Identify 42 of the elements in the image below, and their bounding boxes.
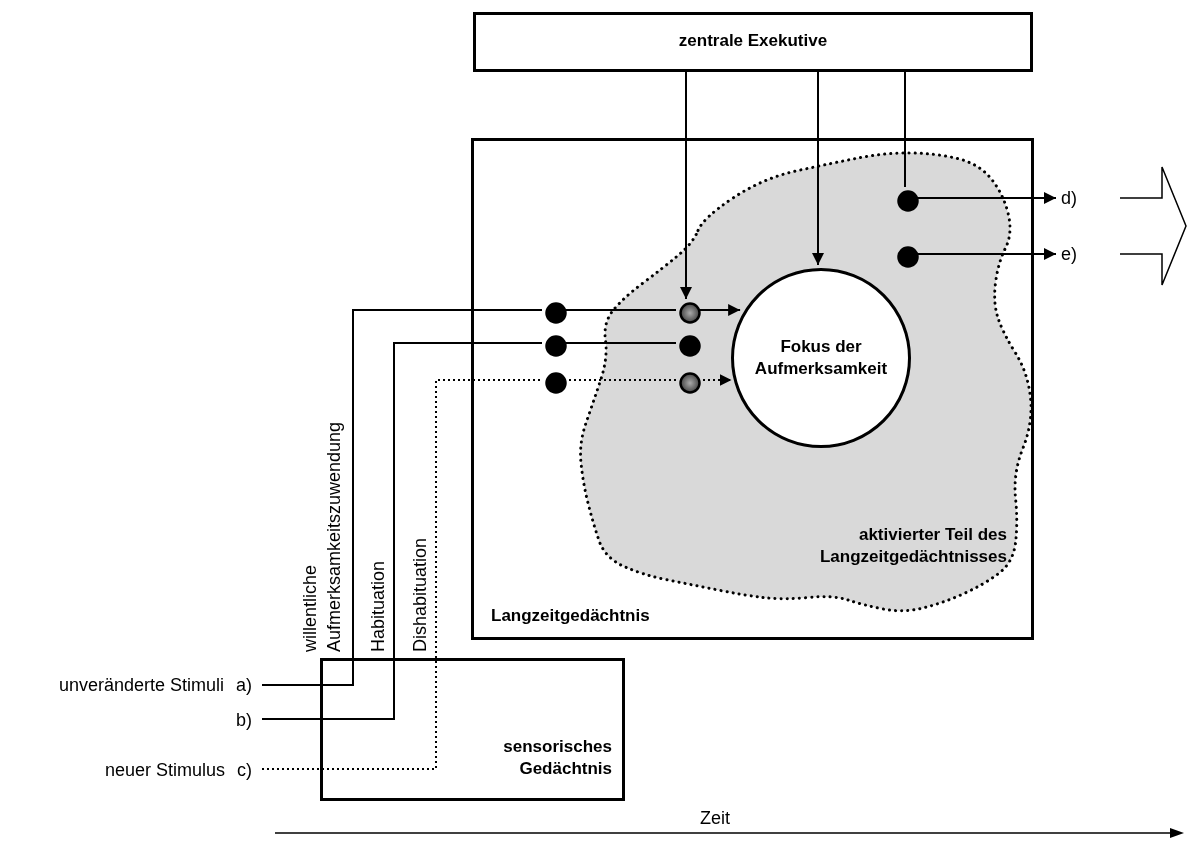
output-label: d) xyxy=(1061,187,1077,209)
process-box xyxy=(473,12,1033,72)
arrow xyxy=(680,71,692,300)
output-label: e) xyxy=(1061,243,1077,265)
box-title: Langzeitgedächtnis xyxy=(491,604,650,627)
process-label: Dishabituation xyxy=(409,536,431,652)
axis-label: Zeit xyxy=(700,808,730,829)
arrow xyxy=(697,304,742,316)
box-title: sensorisches Gedächtnis xyxy=(502,735,612,780)
dot xyxy=(679,372,701,394)
connector-line xyxy=(904,71,906,188)
stimulus-label: a) xyxy=(236,674,252,696)
dot xyxy=(897,246,919,268)
arrow xyxy=(812,71,824,266)
process-label: Habituation xyxy=(367,559,389,652)
stimulus-label: b) xyxy=(236,709,252,731)
memory-box xyxy=(471,138,1034,640)
stimulus-label: neuer Stimulus xyxy=(104,759,225,781)
dot xyxy=(545,302,567,324)
connector-line xyxy=(261,768,321,770)
connector-line xyxy=(352,309,543,659)
dot xyxy=(679,335,701,357)
dot xyxy=(679,302,701,324)
focus-label: Fokus der Aufmerksamkeit xyxy=(753,336,889,381)
dot xyxy=(545,335,567,357)
focus-circle xyxy=(731,268,911,448)
connector-line xyxy=(435,379,543,659)
dot xyxy=(545,372,567,394)
connector-line xyxy=(261,718,321,720)
box-title: zentrale Exekutive xyxy=(677,30,829,52)
arrow xyxy=(915,248,1057,260)
stimulus-label: unveränderte Stimuli xyxy=(58,674,224,696)
connector-line xyxy=(261,684,321,686)
memory-box xyxy=(320,658,625,801)
stimulus-label: c) xyxy=(237,759,252,781)
connector-line xyxy=(393,342,543,659)
process-label: willentliche Aufmerksamkeitszuwendung xyxy=(299,420,346,652)
connector-line xyxy=(563,309,677,311)
dot xyxy=(897,190,919,212)
connector-line xyxy=(563,342,677,344)
arrow xyxy=(915,192,1057,204)
cloud-label: aktivierter Teil des Langzeitgedächtnisses xyxy=(818,524,1007,569)
